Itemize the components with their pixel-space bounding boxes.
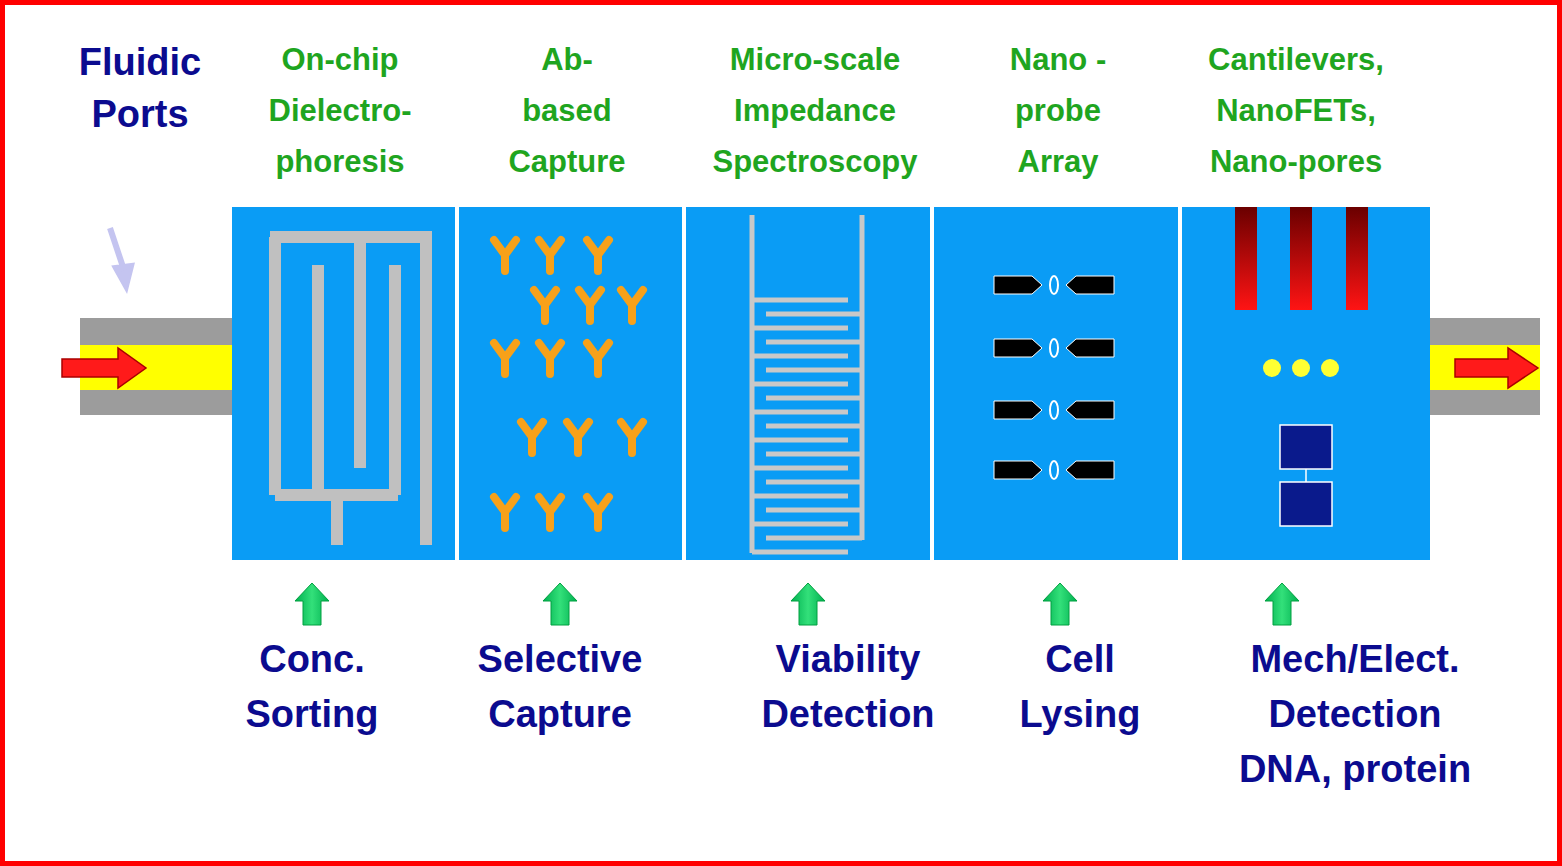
antibody-symbol [579, 290, 601, 321]
antibody-symbol [539, 240, 561, 271]
outlet-tube [1430, 318, 1540, 415]
flow-arrow [62, 348, 146, 388]
flow-arrow [1455, 348, 1538, 388]
panel [686, 207, 930, 560]
outlet-channel [1430, 345, 1540, 390]
nano-probe-pair [994, 401, 1114, 419]
pointer-arrow [110, 228, 131, 286]
process-panel: Cantilevers, NanoFETs, Nano-poresMech/El… [1182, 207, 1430, 560]
nanofet-pad [1280, 425, 1332, 469]
antibody-symbol [587, 343, 609, 374]
particle-dot [1263, 359, 1281, 377]
panel [232, 207, 455, 560]
panel [459, 207, 682, 560]
process-panel: Micro-scale Impedance SpectroscopyViabil… [686, 207, 930, 560]
antibody-symbol [539, 497, 561, 528]
technology-heading: Nano -probe Array [1001, 34, 1116, 187]
function-label: Viability Detection [733, 632, 963, 742]
interdigitated-electrode [270, 237, 432, 545]
nanofet-channel [1305, 469, 1307, 482]
antibody-symbol [621, 290, 643, 321]
technology-heading: On-chip Dielectro- phoresis [235, 34, 445, 187]
antibody-symbol [494, 240, 516, 271]
green-up-arrow [1265, 583, 1299, 625]
function-label: Cell Lysing [1000, 632, 1160, 742]
process-panel: On-chip Dielectro- phoresisConc. Sorting [232, 207, 455, 560]
antibody-symbol [587, 497, 609, 528]
process-panel: Ab- based CaptureSelective Capture [459, 207, 682, 560]
antibody-symbol [587, 240, 609, 271]
process-panel: Nano -probe ArrayCell Lysing [934, 207, 1178, 560]
technology-heading: Micro-scale Impedance Spectroscopy [680, 34, 950, 187]
antibody-symbol [494, 343, 516, 374]
antibody-symbol [567, 422, 589, 453]
cantilever [1290, 207, 1312, 310]
technology-heading: Cantilevers, NanoFETs, Nano-pores [1176, 34, 1416, 187]
cantilever [1235, 207, 1257, 310]
impedance-electrode [752, 215, 862, 553]
nano-probe-pair [994, 461, 1114, 479]
nano-probe-pair [994, 276, 1114, 294]
green-up-arrow [1043, 583, 1077, 625]
panel [1182, 207, 1430, 560]
nano-probe-pair [994, 339, 1114, 357]
particle-dot [1321, 359, 1339, 377]
technology-heading: Ab- based Capture [500, 34, 635, 187]
antibody-symbol [494, 497, 516, 528]
antibody-symbol [621, 422, 643, 453]
particle-dot [1292, 359, 1310, 377]
antibody-symbol [521, 422, 543, 453]
antibody-symbol [539, 343, 561, 374]
red-frame [3, 3, 1560, 864]
port-label: Fluidic Ports [60, 36, 220, 140]
green-up-arrow [543, 583, 577, 625]
function-label: Selective Capture [455, 632, 665, 742]
green-up-arrow [791, 583, 825, 625]
green-up-arrow [295, 583, 329, 625]
function-label: Conc. Sorting [217, 632, 407, 742]
function-label: Mech/Elect. Detection DNA, protein [1225, 632, 1485, 797]
antibody-symbol [534, 290, 556, 321]
cantilever [1346, 207, 1368, 310]
nanofet-pad [1280, 482, 1332, 526]
panel [934, 207, 1178, 560]
